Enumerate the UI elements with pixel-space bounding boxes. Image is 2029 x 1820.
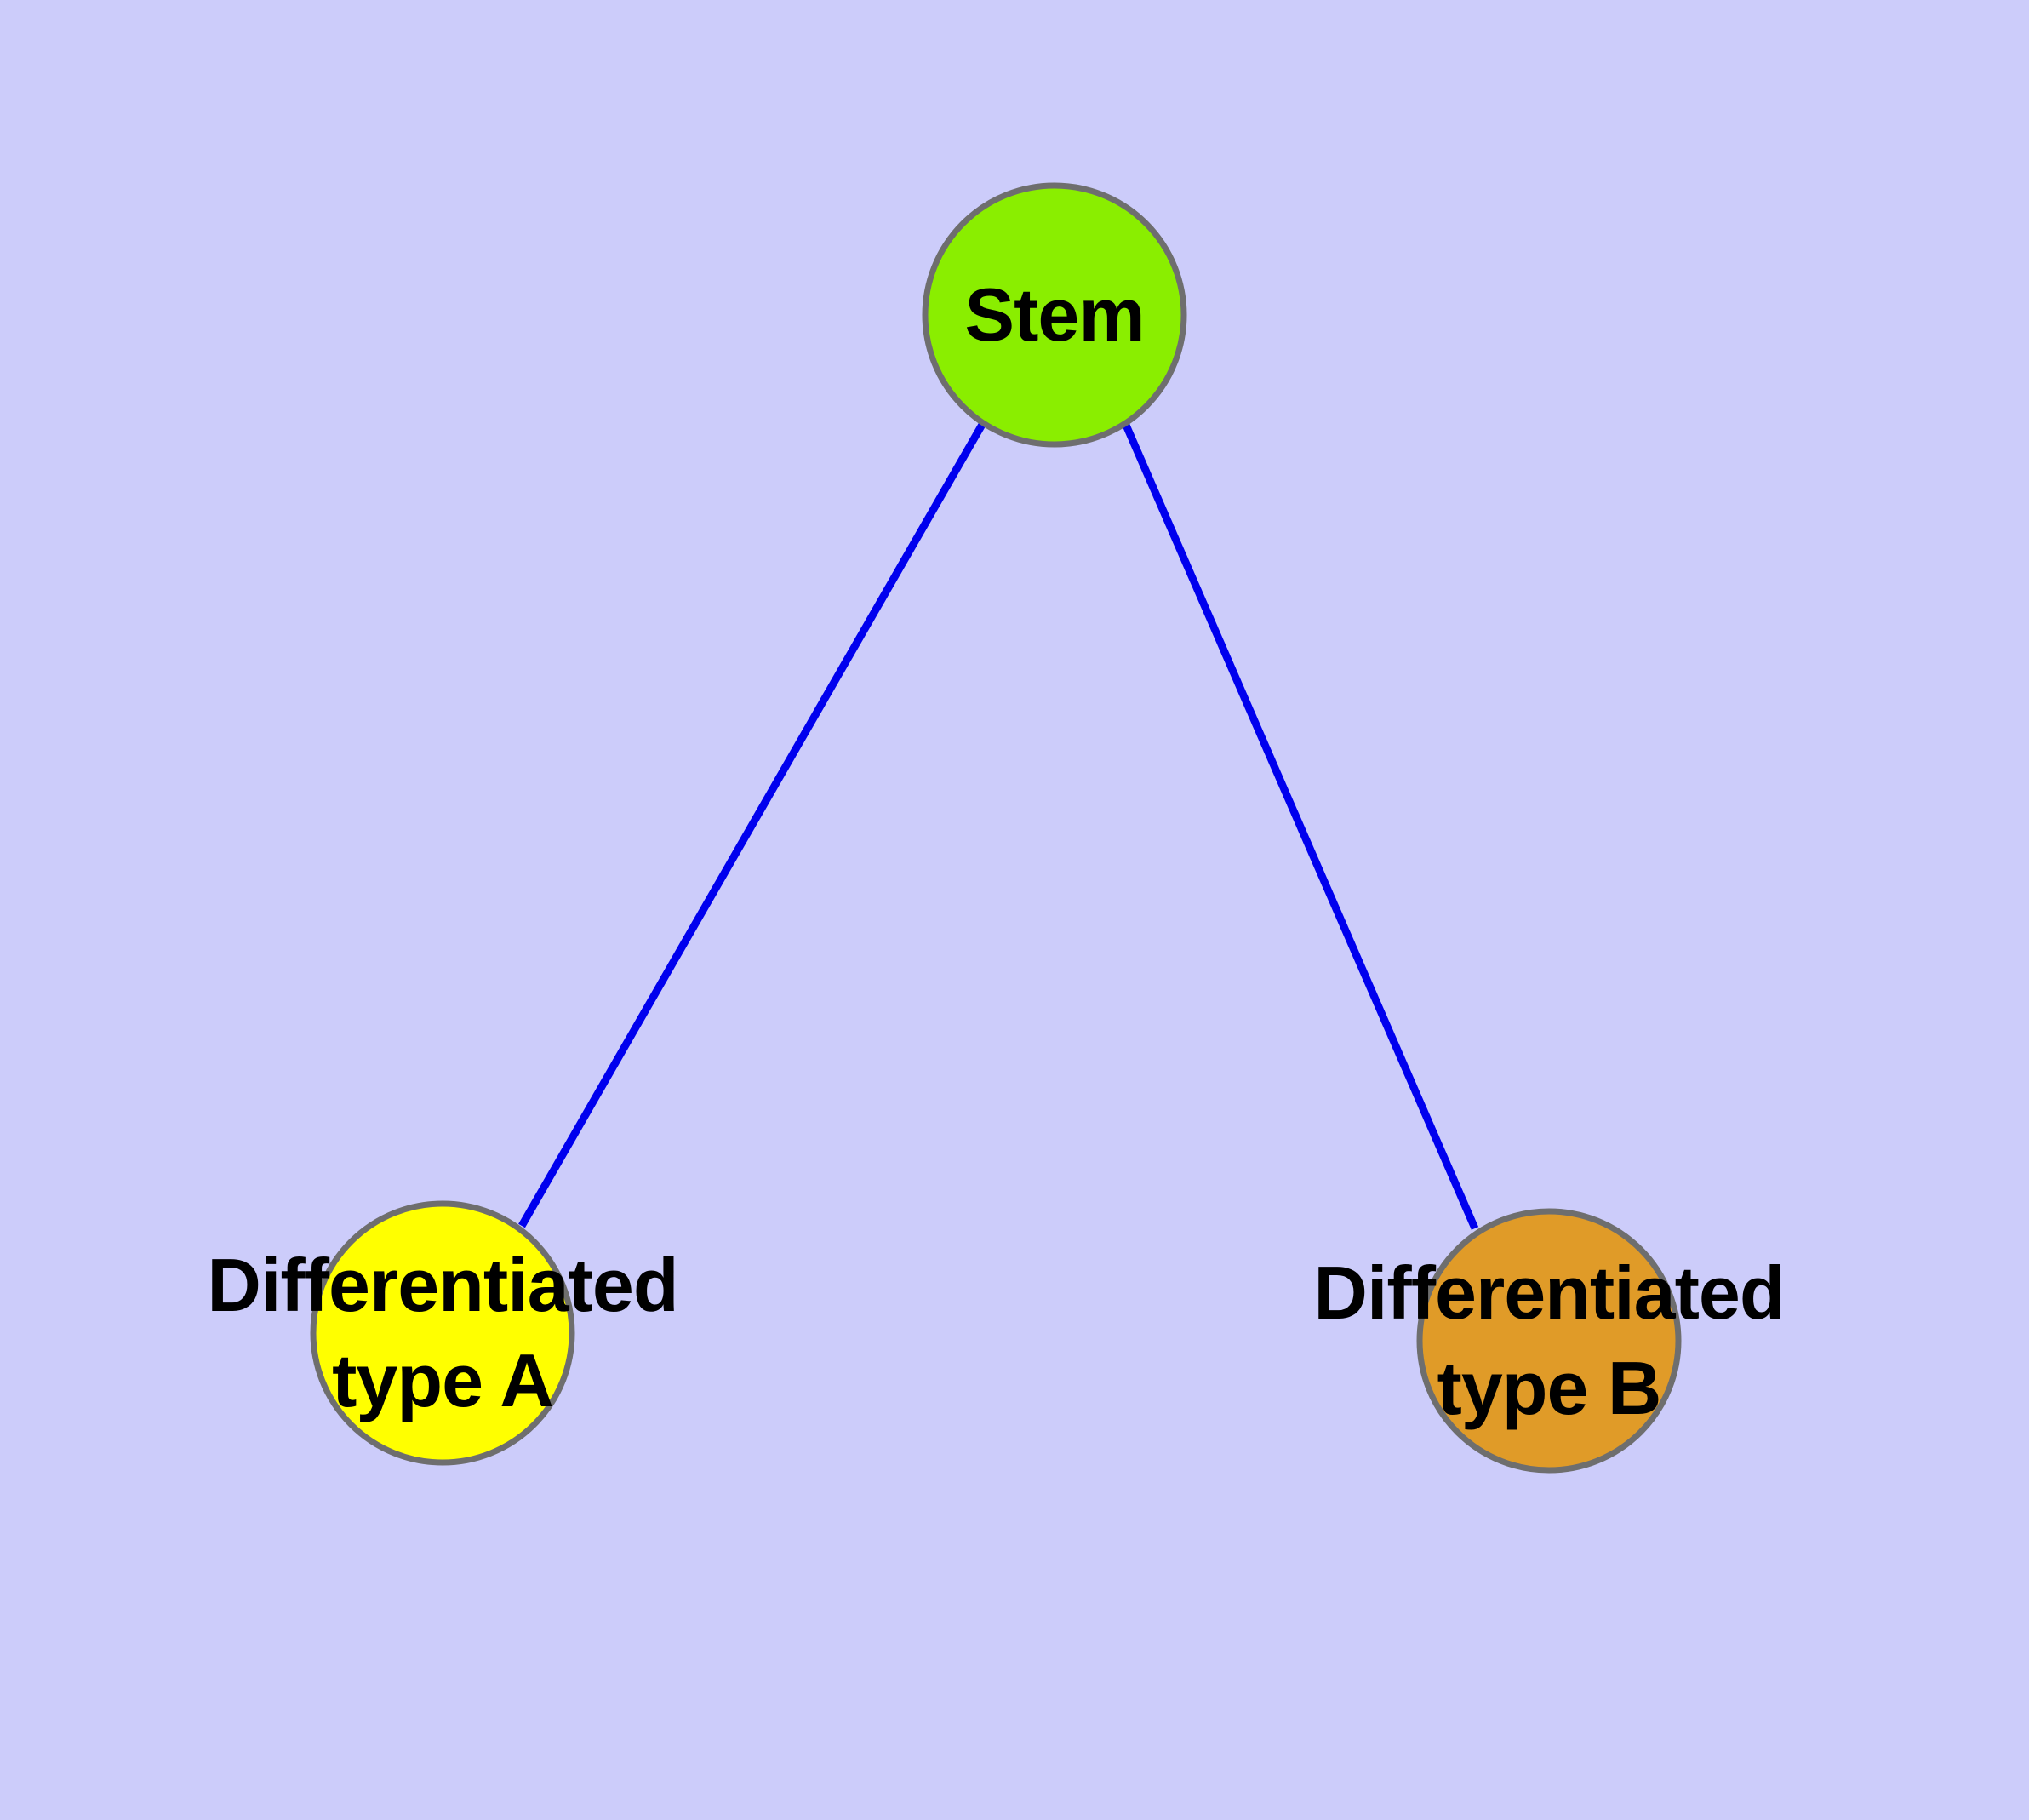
graph-node-diff_a[interactable] [310, 1200, 575, 1466]
graph-edge-stem-to-b[interactable] [1121, 421, 1479, 1230]
edge-layer [518, 421, 1479, 1230]
node-layer [310, 182, 1682, 1474]
graph-node-stem[interactable] [922, 182, 1187, 448]
graph-edge-stem-to-a[interactable] [518, 421, 986, 1228]
graph-node-diff_b[interactable] [1416, 1208, 1682, 1474]
